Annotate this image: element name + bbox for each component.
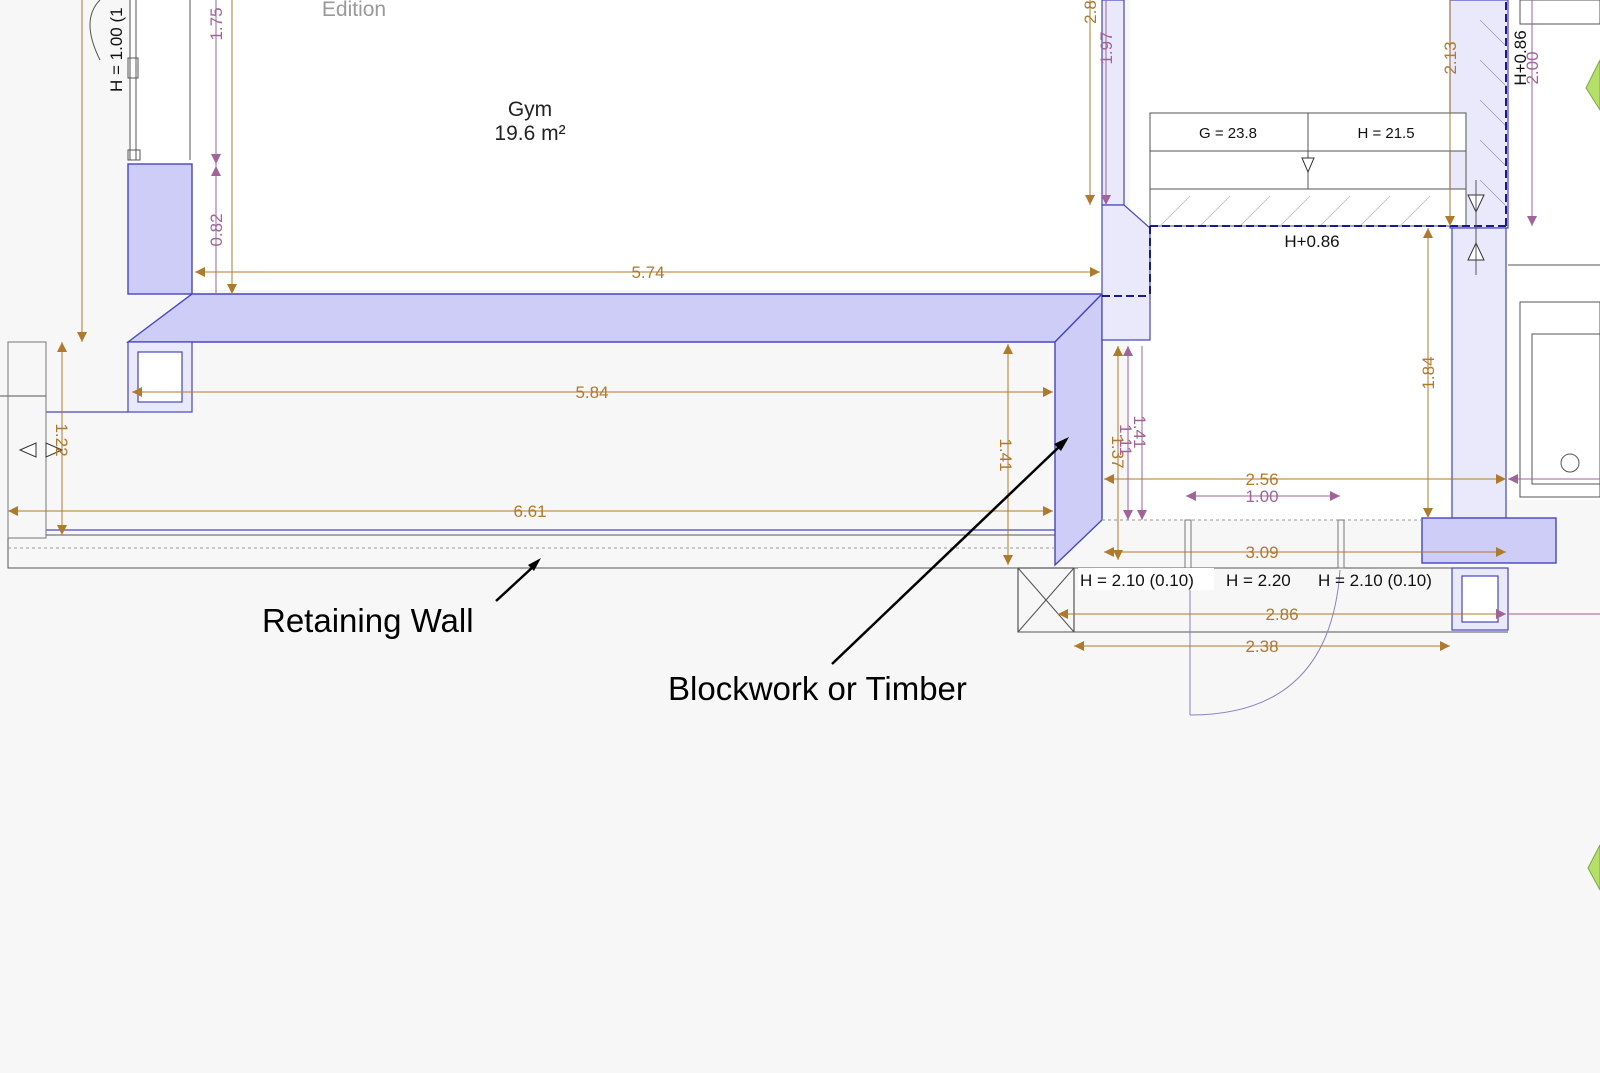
left-wall-vertical xyxy=(127,163,193,295)
right-room-floor xyxy=(1130,0,1450,520)
dim-141-right: 1.41 xyxy=(1130,415,1149,448)
annotation-blockwork: Blockwork or Timber xyxy=(668,437,1069,707)
dim-111: 1.11 xyxy=(1116,424,1135,456)
dim-137: 1.37 xyxy=(1108,435,1127,468)
dim-256: 2.56 xyxy=(1245,470,1278,489)
dim-574: 5.74 xyxy=(631,263,664,282)
dim-309: 3.09 xyxy=(1245,543,1278,562)
level-g: G = 23.8 xyxy=(1199,125,1257,142)
dim-100: 1.00 xyxy=(1245,487,1278,506)
annotation-retaining-wall: Retaining Wall xyxy=(262,558,541,639)
level-h-plus-vertical: H+0.86 xyxy=(1511,30,1530,85)
gym-floor xyxy=(130,0,1115,290)
dim-197: 1.97 xyxy=(1097,31,1116,64)
door-height-right: H = 2.10 (0.10) xyxy=(1318,571,1432,590)
marker-green-top xyxy=(1585,59,1600,111)
dim-082: 0.82 xyxy=(207,213,226,246)
svg-text:Retaining Wall: Retaining Wall xyxy=(262,602,474,639)
door-height-mid: H = 2.20 xyxy=(1226,571,1291,590)
dim-213: 2.13 xyxy=(1441,41,1460,74)
retaining-wall xyxy=(0,341,1055,569)
dim-584: 5.84 xyxy=(575,383,608,402)
dimension-lines-purple xyxy=(211,0,1600,619)
level-h-right: H = 21.5 xyxy=(1357,125,1414,142)
bottom-wall-horizontal xyxy=(125,293,1104,343)
door-height-left: H = 2.10 (0.10) xyxy=(1080,571,1194,590)
right-wall-base xyxy=(1421,517,1557,564)
marker-green-bottom xyxy=(1587,844,1600,891)
edition-label: Edition xyxy=(322,0,386,21)
door-swing-left xyxy=(89,0,101,61)
dim-175: 1.75 xyxy=(207,7,226,40)
dim-661: 6.61 xyxy=(513,502,546,521)
level-h-100: H = 1.00 (1 xyxy=(107,7,126,92)
blockwork-wall xyxy=(1054,292,1103,567)
dim-28: 2.8 xyxy=(1081,0,1100,24)
room-area: 19.6 m² xyxy=(494,122,565,145)
level-h-plus: H+0.86 xyxy=(1284,232,1339,251)
dim-200: 2.00 xyxy=(1523,51,1542,84)
dim-184: 1.84 xyxy=(1419,356,1438,389)
dim-141-left: 1.41 xyxy=(996,438,1015,471)
room-name: Gym xyxy=(508,98,552,121)
dim-238: 2.38 xyxy=(1245,637,1278,656)
dim-286: 2.86 xyxy=(1265,605,1298,624)
dimension-lines-orange xyxy=(8,0,1506,651)
door-swing-bottom xyxy=(1189,569,1341,716)
svg-text:Blockwork or Timber: Blockwork or Timber xyxy=(668,670,967,707)
dim-122: 1.22 xyxy=(52,423,71,456)
